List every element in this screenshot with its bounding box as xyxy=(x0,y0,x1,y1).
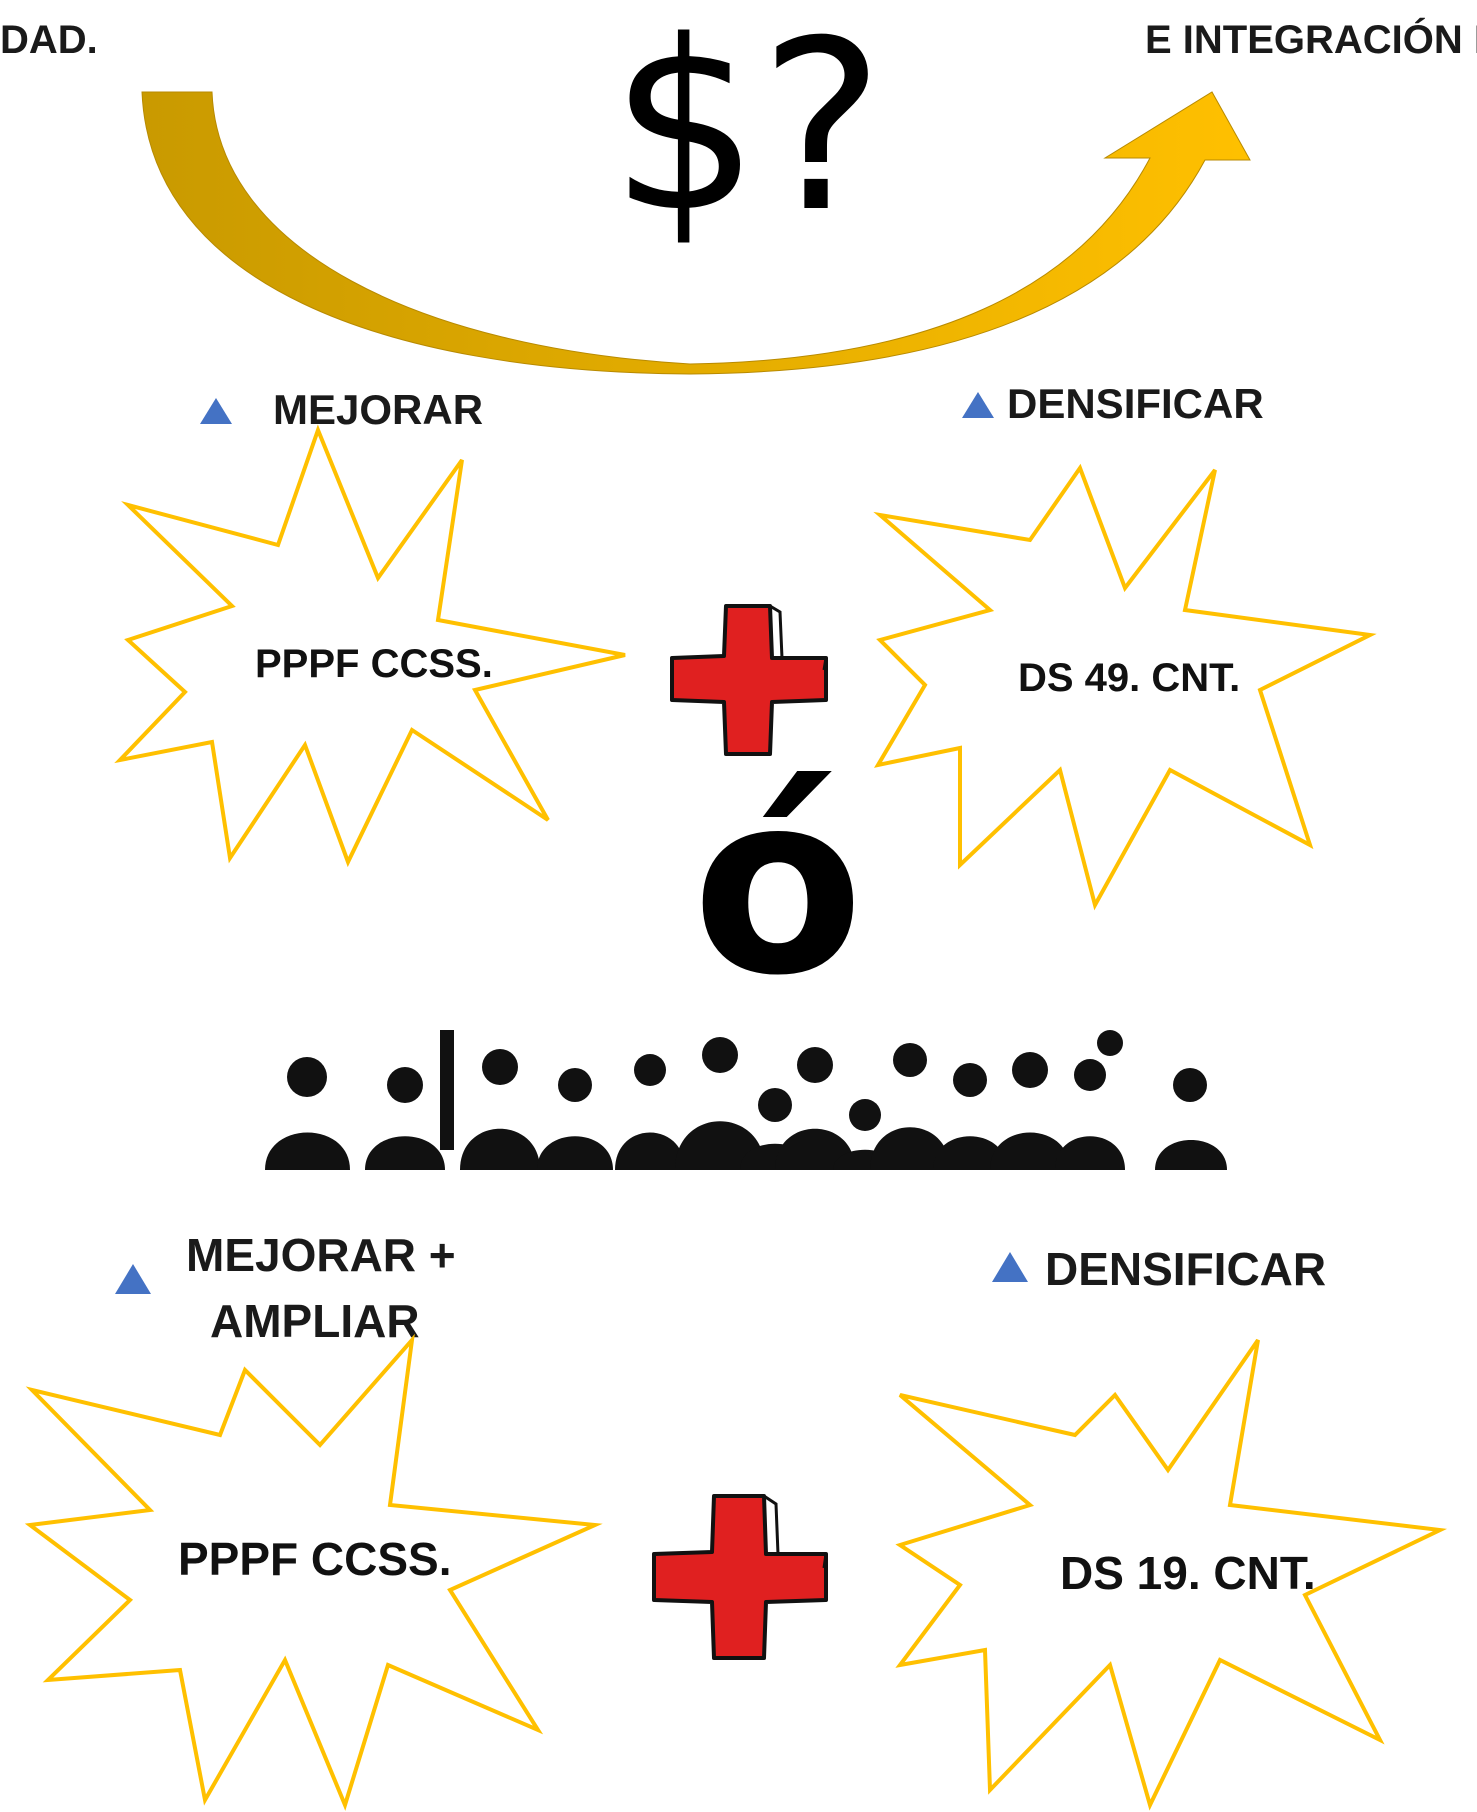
blue-triangle-bullet-icon xyxy=(115,1264,151,1294)
red-plus-cross-icon[interactable] xyxy=(650,1488,830,1664)
option1-left-label: MEJORAR xyxy=(273,386,484,433)
blue-triangle-bullet-icon xyxy=(992,1252,1028,1282)
option1-right-burst-text: DS 49. CNT. xyxy=(1018,656,1241,700)
option2-right-burst-text: DS 19. CNT. xyxy=(1060,1547,1316,1599)
money-question-symbol: $? xyxy=(610,0,885,264)
curved-arrow-icon xyxy=(141,91,1251,375)
blue-triangle-bullet-icon xyxy=(962,392,994,418)
option1-right-label: DENSIFICAR xyxy=(1007,380,1264,427)
header-left-cut-text: DAD. xyxy=(0,18,98,62)
option2-right-label: DENSIFICAR xyxy=(1045,1243,1327,1295)
red-plus-cross-icon[interactable] xyxy=(668,598,828,756)
option2-left-burst-text: PPPF CCSS. xyxy=(178,1533,452,1585)
blue-triangle-bullet-icon xyxy=(200,398,232,424)
option2-left-label-line2: AMPLIAR xyxy=(210,1295,420,1347)
option1-left-burst-text: PPPF CCSS. xyxy=(255,642,493,686)
option2-left-label-line1: MEJORAR + xyxy=(186,1229,456,1281)
separator-o-accent: ó xyxy=(692,739,864,1030)
group-of-people-image xyxy=(265,1030,1227,1170)
header-right-cut-text: E INTEGRACIÓN I xyxy=(1145,18,1477,62)
